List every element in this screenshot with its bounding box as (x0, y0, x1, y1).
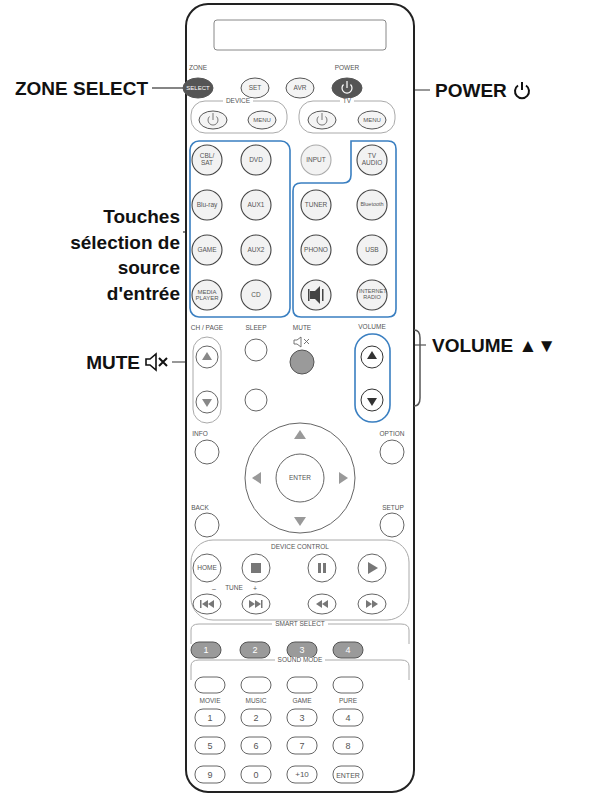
button-label: + (253, 585, 257, 592)
button-label: 2 (252, 646, 257, 655)
button-label: POWER (335, 65, 360, 72)
button-label: SLEEP (246, 325, 267, 332)
button-label: 1 (207, 714, 212, 723)
button-label: 9 (207, 771, 212, 780)
button-label: INPUT (306, 157, 326, 164)
button-label: SOUND MODE (275, 657, 326, 664)
button-label: AUX2 (248, 247, 265, 254)
button-label: CBL/ SAT (196, 153, 218, 167)
button-label: +10 (295, 771, 309, 779)
button-label: 5 (207, 742, 212, 751)
button-label: GAME (197, 247, 216, 254)
button-label: 8 (345, 742, 350, 751)
button-label: ENTER (336, 772, 360, 779)
button-label: INTERNET RADIO (359, 289, 385, 301)
button-label: 1 (203, 646, 208, 655)
callout-label: POWER (435, 81, 507, 100)
button-label: 0 (253, 771, 258, 780)
button-label: 6 (253, 742, 258, 751)
button-label: PHONO (304, 247, 328, 254)
button-label: Blu-ray (197, 202, 218, 209)
button-label: CH / PAGE (191, 325, 223, 332)
button-label: HOME (197, 565, 217, 572)
button-label: PURE (339, 698, 357, 705)
button-label: AUX1 (248, 202, 265, 209)
button-label: GAME (292, 698, 311, 705)
button-label: TUNE (225, 585, 243, 592)
power-icon (513, 80, 531, 100)
button-label: – (212, 585, 216, 592)
callout-label: MUTE (86, 353, 140, 372)
button-label: VOLUME (358, 324, 385, 331)
button-label: SETUP (382, 505, 404, 512)
button-label: OPTION (380, 431, 405, 438)
button-label: DEVICE CONTROL (268, 544, 332, 551)
button-label: 4 (345, 714, 350, 723)
button-label: 7 (299, 742, 304, 751)
button-label: MENU (363, 117, 381, 123)
button-label: 2 (253, 714, 258, 723)
button-label: TV (340, 98, 354, 105)
callout-label: Touches sélection de source d'entrée (50, 204, 180, 307)
button-label: TV AUDIO (360, 153, 384, 167)
button-label: MUSIC (246, 698, 267, 705)
button-label: BACK (191, 505, 209, 512)
button-label: DVD (249, 157, 263, 164)
button-label: ZONE (189, 65, 207, 72)
button-label: SMART SELECT (272, 621, 328, 628)
callout-label: VOLUME ▲▼ (432, 336, 556, 355)
button-label: MEDIA PLAYER (195, 289, 219, 302)
button-label: CD (251, 292, 260, 299)
button-label: AVR (294, 85, 307, 92)
button-label: DEVICE (223, 98, 253, 105)
button-label: SET (249, 85, 262, 92)
button-label: 3 (299, 714, 304, 723)
button-label: USB (365, 247, 378, 254)
button-label: 4 (345, 646, 350, 655)
button-label: MOVIE (200, 698, 221, 705)
button-label: INFO (192, 431, 208, 438)
button-label: TUNER (305, 202, 327, 209)
button-label: SELECT (186, 85, 209, 91)
button-label: Bluetooth (360, 202, 383, 208)
button-label: MENU (253, 117, 271, 123)
mute-icon (144, 352, 170, 372)
button-label: ENTER (289, 475, 311, 482)
button-label: MUTE (293, 325, 311, 332)
button-label: 3 (299, 646, 304, 655)
callout-label: ZONE SELECT (15, 79, 148, 98)
